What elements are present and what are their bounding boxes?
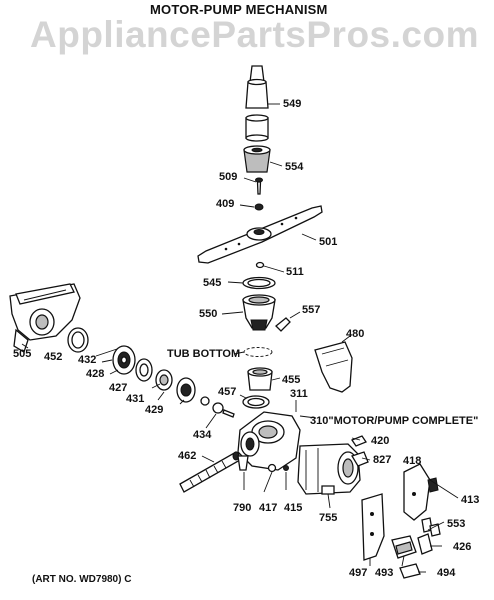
part-310-motor — [297, 443, 361, 495]
part-493-mount — [391, 535, 417, 559]
part-497-bracket — [361, 493, 385, 561]
label-511: 511 — [286, 266, 304, 278]
part-557-retainer — [275, 317, 291, 332]
part-432-pin — [95, 347, 121, 357]
label-505: 505 — [13, 348, 32, 360]
label-427: 427 — [109, 382, 128, 394]
label-501: 501 — [319, 236, 338, 248]
label-497: 497 — [349, 567, 368, 579]
part-553-grommets — [421, 517, 441, 537]
label-426: 426 — [453, 541, 472, 553]
part-554-hub — [243, 145, 271, 173]
label-755: 755 — [319, 512, 338, 524]
part-429-disc — [176, 377, 196, 403]
part-549-spray-tube — [245, 65, 269, 142]
part-311-pump-housing — [237, 411, 301, 471]
part-790-screw — [237, 455, 249, 471]
label-429: 429 — [145, 404, 164, 416]
label-557: 557 — [302, 304, 321, 316]
part-417-nut — [267, 463, 277, 473]
part-409-nut — [254, 203, 264, 211]
label-494: 494 — [437, 567, 456, 579]
part-494-pad — [399, 563, 421, 579]
label-545: 545 — [203, 277, 222, 289]
label-509: 509 — [219, 171, 238, 183]
art-number-caption: (ART NO. WD7980) C — [32, 574, 132, 585]
part-550-housing — [242, 294, 276, 331]
tub-bottom-ring — [243, 347, 273, 357]
part-428-impeller — [112, 345, 136, 375]
part-827-spring — [351, 451, 369, 467]
part-452-clamp — [67, 327, 89, 353]
part-415-washer — [283, 465, 289, 471]
diagram-title: MOTOR-PUMP MECHANISM — [150, 2, 328, 17]
label-432: 432 — [78, 354, 97, 366]
label-554: 554 — [285, 161, 304, 173]
part-509-screw — [255, 177, 263, 195]
label-tub-bottom: TUB BOTTOM — [167, 348, 241, 360]
label-428: 428 — [86, 368, 105, 380]
part-420-tab — [351, 435, 367, 447]
label-452: 452 — [44, 351, 63, 363]
watermark: AppliancePartsPros.com — [30, 14, 479, 55]
label-462: 462 — [178, 450, 197, 462]
label-409: 409 — [216, 198, 235, 210]
part-545-gasket — [242, 276, 276, 290]
label-457: 457 — [218, 386, 237, 398]
part-426-bumper — [417, 533, 433, 555]
label-827: 827 — [373, 454, 392, 466]
part-455-seal — [247, 367, 273, 391]
label-417: 417 — [259, 502, 278, 514]
label-motor-pump-complete: 310"MOTOR/PUMP COMPLETE" — [310, 415, 479, 427]
label-790: 790 — [233, 502, 252, 514]
part-427-ring — [135, 358, 153, 382]
label-415: 415 — [284, 502, 303, 514]
label-549: 549 — [283, 98, 302, 110]
part-457-gasket — [242, 395, 270, 409]
label-418: 418 — [403, 455, 422, 467]
part-413-clip — [427, 477, 439, 493]
label-455: 455 — [282, 374, 301, 386]
label-550: 550 — [199, 308, 218, 320]
part-501-spray-arm — [197, 205, 323, 264]
label-493: 493 — [375, 567, 394, 579]
part-755-bracket — [321, 485, 335, 495]
part-418-bracket — [403, 463, 431, 521]
label-434: 434 — [193, 429, 212, 441]
label-311: 311 — [290, 388, 308, 400]
label-431: 431 — [126, 393, 145, 405]
part-480-guard — [314, 341, 353, 393]
label-553: 553 — [447, 518, 466, 530]
part-511-clip — [255, 261, 265, 269]
leader-lines — [21, 103, 459, 573]
part-434-fasteners — [200, 396, 235, 418]
part-505-sump-housing — [9, 283, 81, 353]
part-431-seal — [155, 369, 173, 391]
label-420: 420 — [371, 435, 390, 447]
label-413: 413 — [461, 494, 480, 506]
label-480: 480 — [346, 328, 365, 340]
